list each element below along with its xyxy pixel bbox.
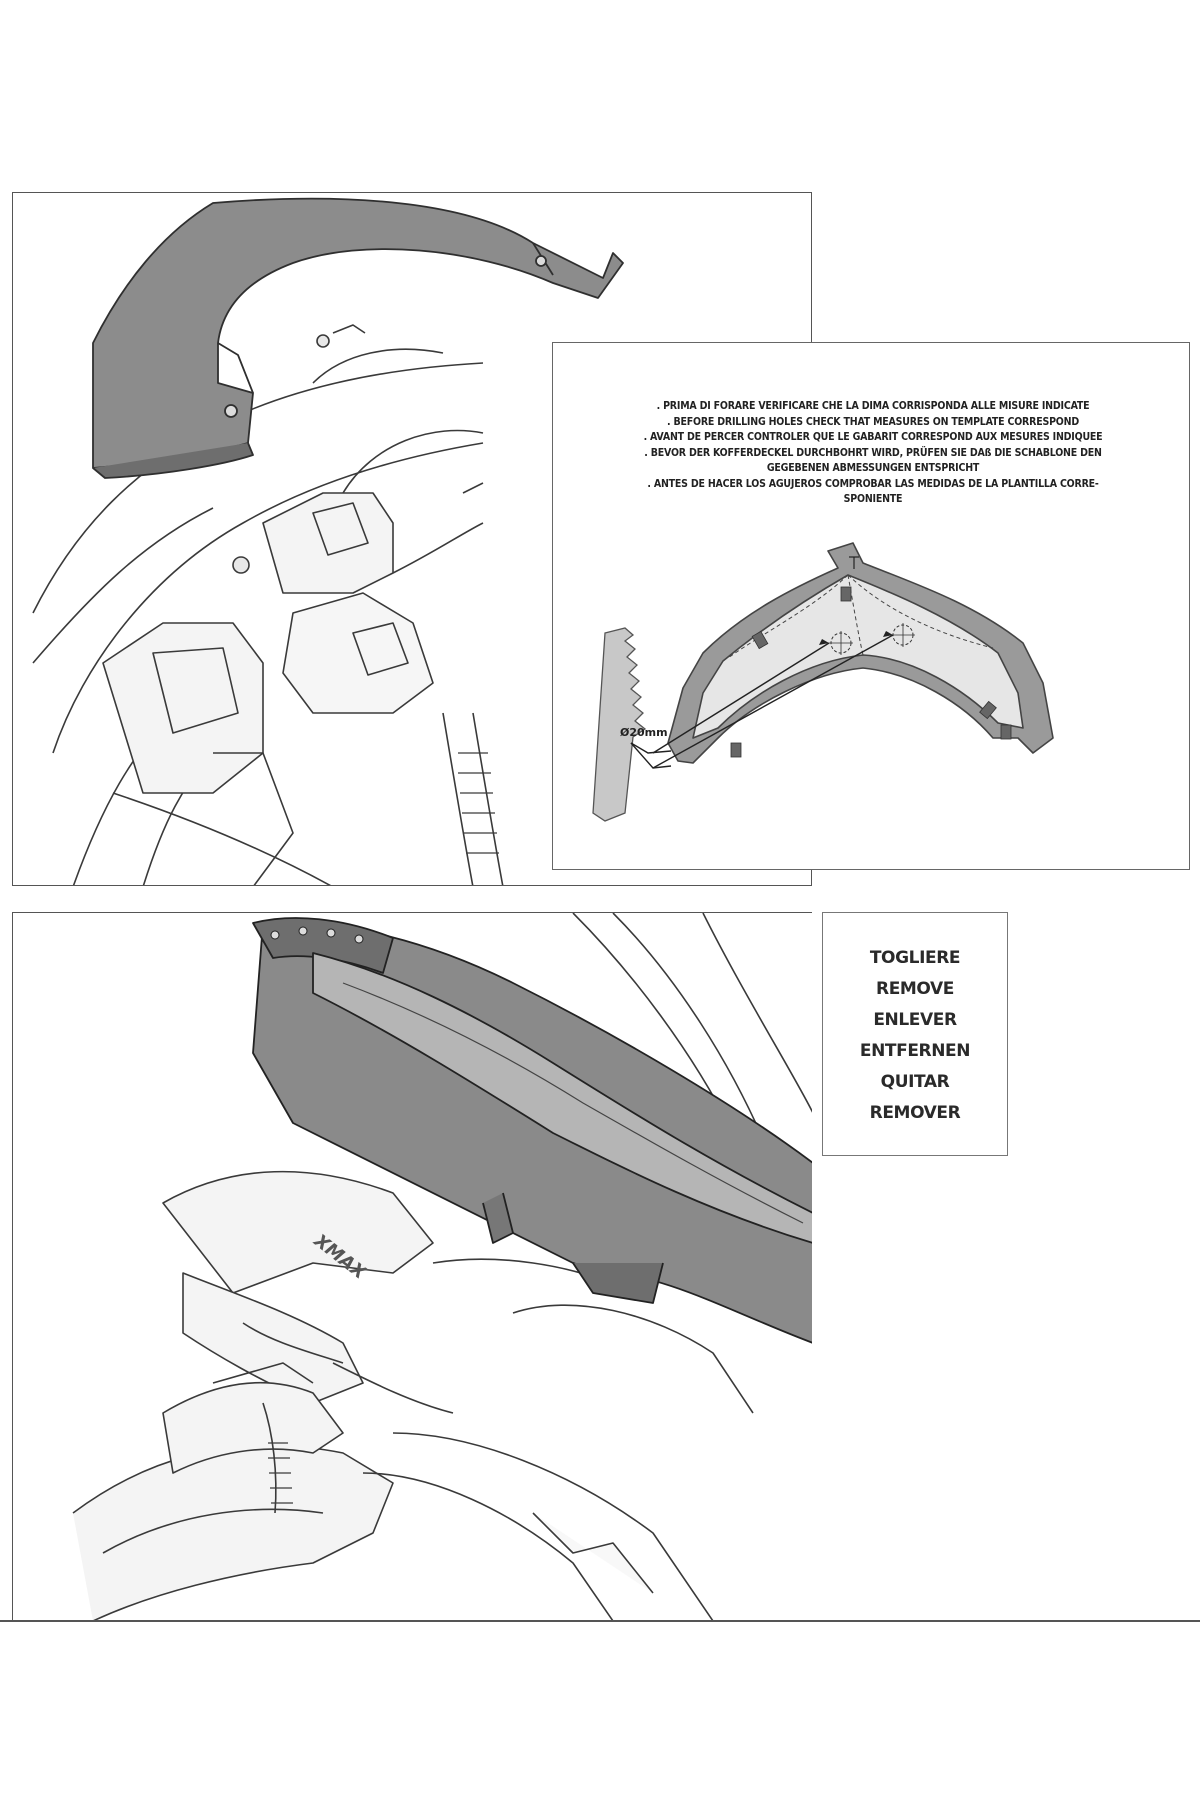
instruction-line: . ANTES DE HACER LOS AGUJEROS COMPROBAR … (647, 477, 1099, 490)
instruction-line: SPONIENTE (843, 493, 903, 505)
instruction-line: . PRIMA DI FORARE VERIFICARE CHE LA DIMA… (656, 400, 1090, 412)
scooter-rear-bracket-drawing (32, 197, 624, 885)
instruction-line: . BEVOR DER KOFFERDECKEL DURCHBOHRT WIRD… (644, 446, 1102, 459)
seat-bucket-drawing: XMAX (72, 913, 812, 1620)
instruction-line: GEGEBENEN ABMESSUNGEN ENTSPRICHT (766, 462, 980, 474)
remove-label: REMOVER (869, 1103, 961, 1123)
instruction-line: . BEFORE DRILLING HOLES CHECK THAT MEASU… (667, 415, 1079, 428)
diameter-label: Ø20mm (620, 726, 668, 739)
bottom-illustration-panel: XMAX (12, 912, 812, 1620)
remove-label: TOGLIERE (869, 948, 961, 968)
remove-label: ENLEVER (873, 1010, 957, 1030)
remove-label-box: TOGLIERE REMOVE ENLEVER ENTFERNEN QUITAR… (822, 912, 1008, 1156)
drilling-instructions: . PRIMA DI FORARE VERIFICARE CHE LA DIMA… (623, 399, 1123, 508)
remove-label: REMOVE (876, 979, 954, 999)
remove-label: ENTFERNEN (859, 1041, 971, 1061)
remove-label: QUITAR (880, 1072, 950, 1092)
template-drawing (592, 542, 1054, 822)
remove-label-list: TOGLIERE REMOVE ENLEVER ENTFERNEN QUITAR… (823, 943, 1007, 1129)
page-bottom-rule (0, 1620, 1200, 1622)
instruction-line: . AVANT DE PERCER CONTROLER QUE LE GABAR… (643, 431, 1103, 443)
template-inset-panel: . PRIMA DI FORARE VERIFICARE CHE LA DIMA… (552, 342, 1190, 870)
